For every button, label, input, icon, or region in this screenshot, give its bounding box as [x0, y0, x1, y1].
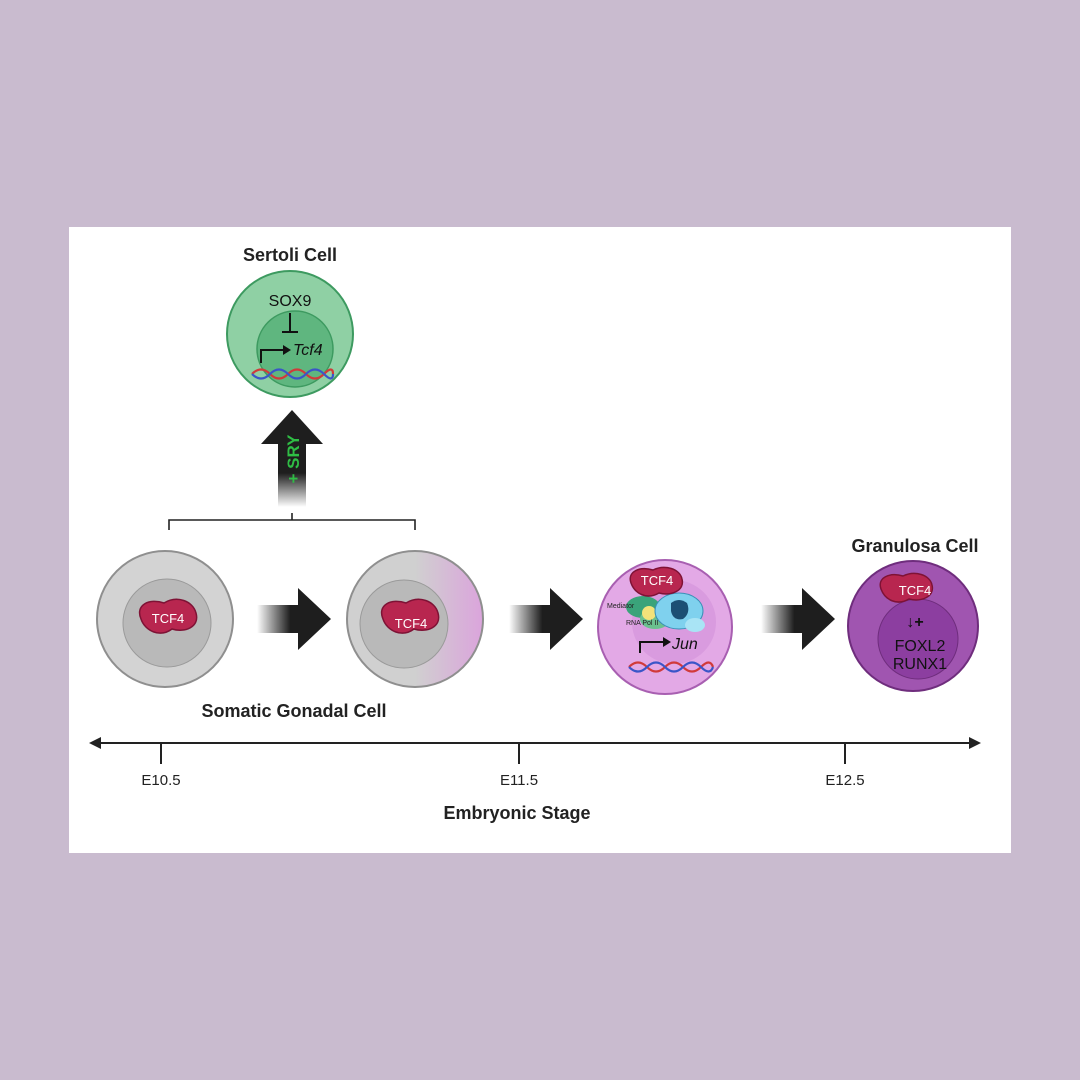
rna-pol-ii-icon [654, 592, 705, 632]
mediator-label: Mediator [607, 603, 635, 610]
granulosa-cell: TCF4 ↓+ FOXL2 RUNX1 [847, 560, 979, 692]
sertoli-cell-title: Sertoli Cell [243, 245, 337, 265]
repression-icon [282, 313, 298, 333]
granulosa-cell-title: Granulosa Cell [851, 536, 978, 556]
dna-icon [628, 661, 715, 673]
tcf4-label: TCF4 [641, 573, 674, 588]
somatic-cell-title: Somatic Gonadal Cell [201, 701, 386, 721]
tcf4-label: TCF4 [899, 583, 932, 598]
sry-label: + SRY [284, 434, 303, 484]
regulation-label: ↓+ [906, 614, 923, 631]
tcf4-label: TCF4 [152, 611, 185, 626]
tcf4-label: TCF4 [395, 616, 428, 631]
tcf4-protein: TCF4 [879, 572, 934, 603]
tick-label: E10.5 [141, 772, 180, 789]
progress-arrow-3 [761, 588, 835, 650]
sertoli-cell: SOX9 Tcf4 [226, 270, 354, 398]
progress-arrow-2 [509, 588, 583, 650]
jun-gene-label: Jun [671, 636, 698, 653]
tcf4-gene-label: Tcf4 [293, 342, 323, 359]
sox9-label: SOX9 [269, 293, 312, 310]
dna-icon [251, 368, 335, 380]
tick-label: E12.5 [825, 772, 864, 789]
somatic-cell-transition: TCF4 [346, 550, 484, 688]
diagram-canvas: Sertoli Cell SOX9 Tcf4 + SRY TCF4 [89, 245, 981, 823]
transcription-cell: TCF4 Mediator RNA Pol II Jun [597, 559, 733, 695]
figure-card: Sertoli Cell SOX9 Tcf4 + SRY TCF4 [69, 227, 1011, 853]
promoter-arrow-icon [639, 641, 663, 653]
tcf4-protein: TCF4 [629, 566, 684, 597]
sry-arrow: + SRY [261, 410, 323, 507]
somatic-cell-e10-5: TCF4 [96, 550, 234, 688]
tcf4-protein: TCF4 [380, 598, 440, 634]
tick-label: E11.5 [500, 772, 538, 789]
axis-title: Embryonic Stage [443, 803, 590, 823]
progress-arrow-1 [257, 588, 331, 650]
bracket [168, 513, 416, 530]
timeline-axis [89, 737, 981, 764]
tcf4-protein: TCF4 [138, 598, 198, 634]
promoter-arrow-icon [260, 349, 283, 363]
runx1-label: RUNX1 [893, 656, 947, 673]
foxl2-label: FOXL2 [895, 638, 946, 655]
rna-pol-ii-label: RNA Pol II [626, 620, 658, 627]
